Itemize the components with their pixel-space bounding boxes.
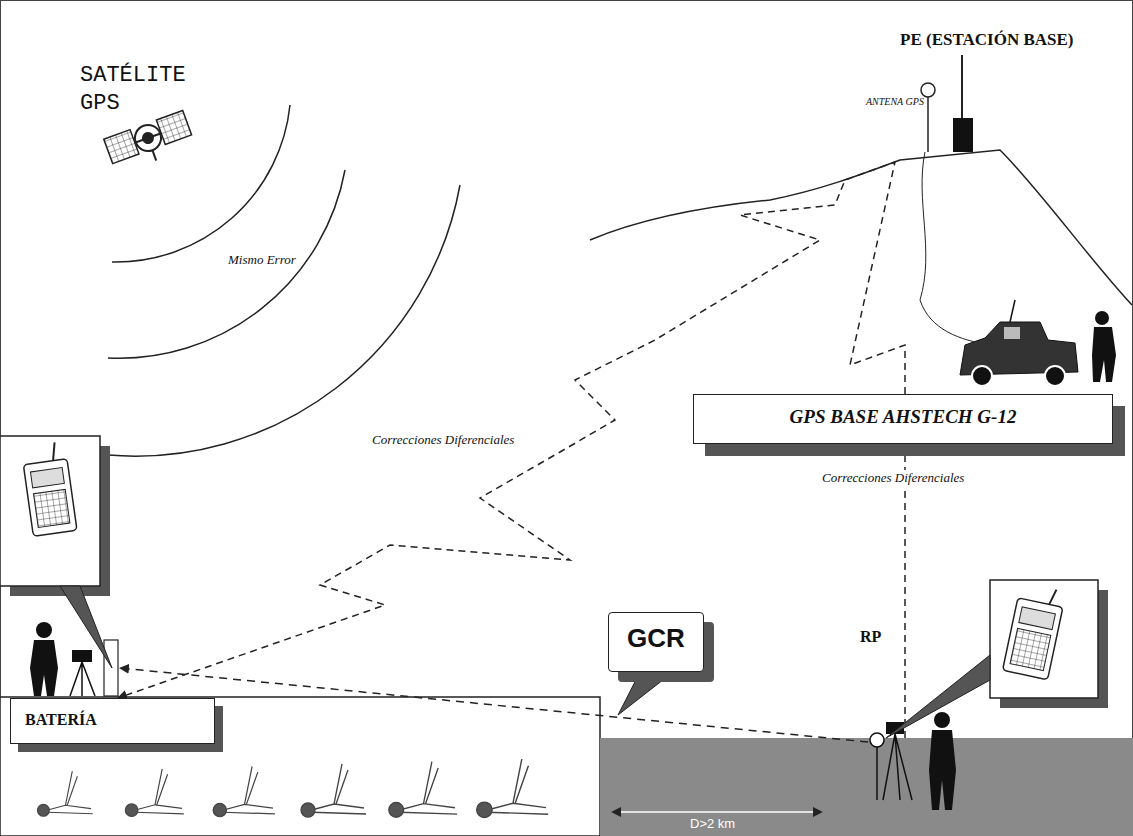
node-text: BATERÍA xyxy=(25,711,200,729)
distance-label: D>2 km xyxy=(690,816,735,831)
distance-arrow xyxy=(612,811,822,813)
point-label: RP xyxy=(858,628,883,646)
note-label: Mismo Error xyxy=(228,252,296,268)
station-label: PE (ESTACIÓN BASE) xyxy=(900,30,1074,50)
antenna-label: ANTENA GPS xyxy=(866,96,926,107)
edge-label: Correcciones Diferenciales xyxy=(370,432,516,448)
battery-observer xyxy=(30,622,118,696)
dashed-arrow xyxy=(120,668,868,742)
node-text: GPS BASE AHSTECH G-12 xyxy=(710,406,1096,428)
battery-box: BATERÍA xyxy=(10,698,215,744)
battery-panel xyxy=(0,697,600,836)
satellite-label: SATÉLITE GPS xyxy=(80,62,210,117)
dashed-link xyxy=(904,455,906,740)
node-text: GCR xyxy=(621,623,691,654)
gun-row xyxy=(37,759,548,817)
base-station-box: GPS BASE AHSTECH G-12 xyxy=(693,394,1113,444)
ground-band xyxy=(600,738,1133,836)
callout-box: GCR xyxy=(608,612,704,672)
radio-callout xyxy=(886,580,1108,738)
gun-symbol xyxy=(37,771,92,816)
rp-station xyxy=(870,712,956,810)
radio-callout xyxy=(0,436,112,668)
gun-symbol xyxy=(125,769,184,817)
gun-symbol xyxy=(213,766,275,816)
soldier xyxy=(1092,311,1116,382)
signal-arcs xyxy=(108,105,460,456)
gun-symbol xyxy=(477,759,549,817)
satellite-icon xyxy=(104,110,196,174)
vehicle xyxy=(960,300,1078,386)
callout-pointer xyxy=(618,672,668,715)
corrections-label: Correcciones Diferenciales xyxy=(820,470,966,486)
antenna xyxy=(921,55,973,152)
gun-symbol xyxy=(389,762,457,818)
gun-symbol xyxy=(301,764,366,817)
